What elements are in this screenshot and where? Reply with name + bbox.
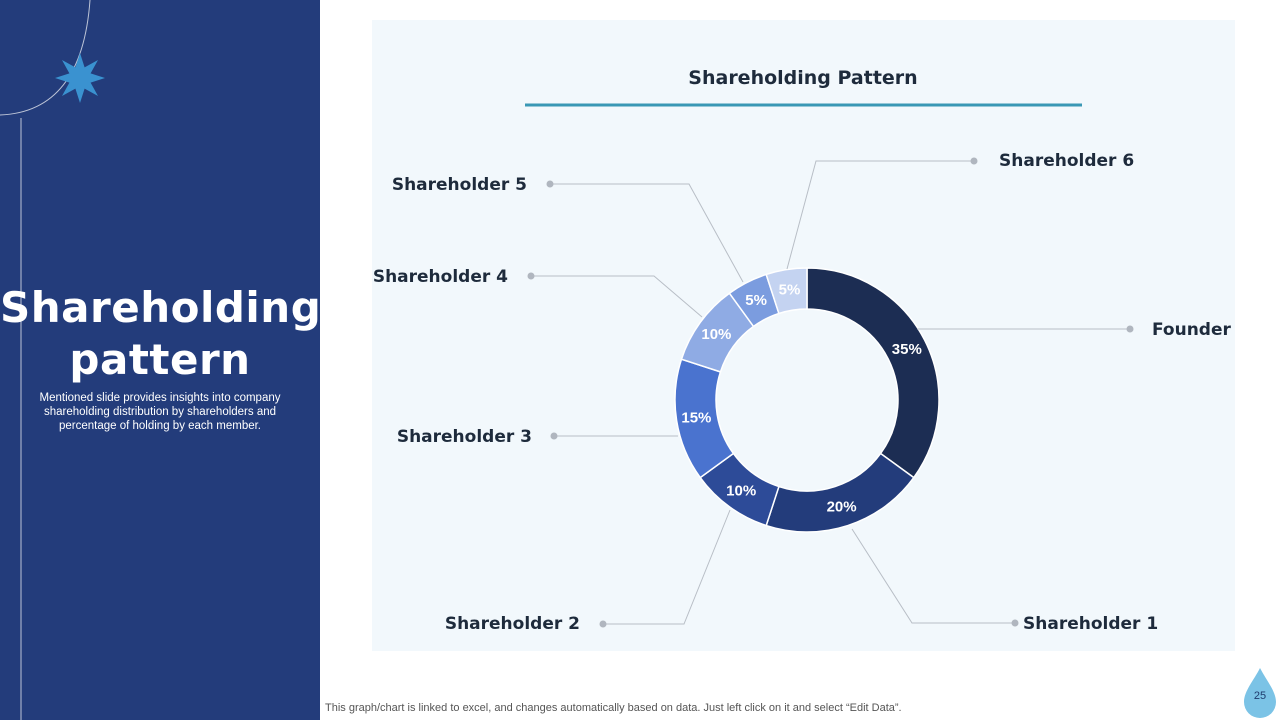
leader-dot-shareholder-4 xyxy=(527,272,535,280)
category-label-shareholder-3: Shareholder 3 xyxy=(397,427,532,447)
page-number: 25 xyxy=(1253,690,1267,702)
chart-card: Shareholding Pattern 35% 20% 10% 15% 10% 5% 5%… xyxy=(372,20,1235,651)
data-label-shareholder-5: 5% xyxy=(745,292,767,309)
slice-shareholder-1[interactable] xyxy=(765,452,915,533)
category-label-shareholder-6: Shareholder 6 xyxy=(999,151,1134,171)
leader-dot-shareholder-2 xyxy=(599,620,607,628)
decorative-arc xyxy=(0,0,91,116)
leader-line-shareholder-1 xyxy=(851,528,1015,624)
leader-dot-shareholder-3 xyxy=(550,432,558,440)
slice-shareholder-6[interactable] xyxy=(765,267,808,315)
slide-title: Shareholding pattern xyxy=(0,282,320,386)
data-label-shareholder-6: 5% xyxy=(779,281,801,298)
donut-chart[interactable]: Shareholding Pattern 35% 20% 10% 15% 10% 5% 5%… xyxy=(372,20,1235,651)
leader-dot-shareholder-5 xyxy=(546,180,554,188)
slide-description: Mentioned slide provides insights into c… xyxy=(39,392,281,432)
decorative-lines xyxy=(0,0,105,720)
category-label-shareholder-5: Shareholder 5 xyxy=(392,175,527,195)
category-label-shareholder-2: Shareholder 2 xyxy=(445,614,580,634)
data-label-founder: 35% xyxy=(892,341,922,358)
leader-dot-shareholder-1 xyxy=(1011,619,1019,627)
category-label-founder: Founder xyxy=(1152,320,1232,340)
leader-line-shareholder-5 xyxy=(550,183,744,283)
data-label-shareholder-3: 15% xyxy=(681,410,711,427)
slide-title-line-2: pattern xyxy=(69,335,251,384)
leader-dot-shareholder-6 xyxy=(970,157,978,165)
category-label-shareholder-1: Shareholder 1 xyxy=(1023,614,1158,634)
slice-founder[interactable] xyxy=(806,267,940,479)
chart-title: Shareholding Pattern xyxy=(688,67,917,89)
leader-line-shareholder-2 xyxy=(603,509,731,625)
data-label-shareholder-1: 20% xyxy=(827,499,857,516)
leader-line-shareholder-4 xyxy=(531,275,703,318)
droplet-icon xyxy=(1244,668,1276,718)
footer-note: This graph/chart is linked to excel, and… xyxy=(325,702,902,714)
data-label-shareholder-4: 10% xyxy=(701,326,731,343)
leader-line-shareholder-6 xyxy=(786,160,974,270)
starburst-icon xyxy=(55,53,105,103)
slide-title-line-1: Shareholding xyxy=(0,283,320,332)
page-number-badge: 25 xyxy=(1240,666,1280,720)
left-panel: Shareholding pattern Mentioned slide pro… xyxy=(0,0,320,720)
data-label-shareholder-2: 10% xyxy=(726,483,756,500)
category-label-shareholder-4: Shareholder 4 xyxy=(373,267,508,287)
leader-dot-founder xyxy=(1126,325,1134,333)
